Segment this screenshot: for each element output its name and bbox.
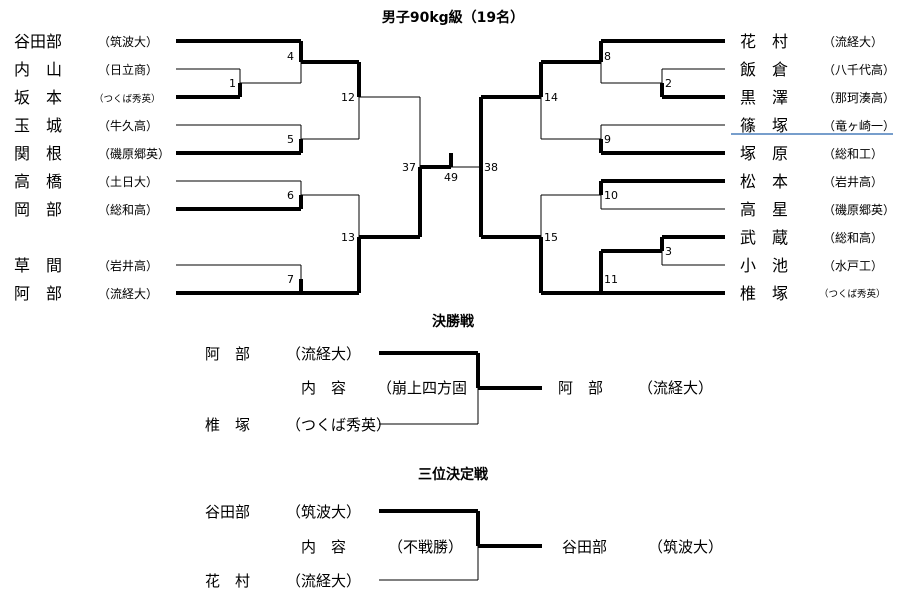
third-bottom-name: 花 村: [205, 572, 250, 590]
match-number: 9: [604, 133, 611, 146]
right-player-name: 高 星: [740, 200, 788, 219]
match-number: 3: [665, 245, 672, 258]
right-player-school: （流経大）: [823, 35, 883, 49]
match-number: 4: [287, 50, 294, 63]
left-player-school: （つくば秀英）: [94, 93, 161, 105]
third-winner-name: 谷田部: [562, 538, 607, 556]
match-number: 37: [402, 161, 416, 174]
left-player-school: （岩井高）: [98, 258, 158, 273]
match-number: 5: [287, 133, 294, 146]
left-bracket-lines: [176, 39, 453, 295]
match-number: 12: [341, 91, 355, 104]
final-winner-school: （流経大）: [638, 379, 713, 397]
final-content-value: （崩上四方固: [377, 379, 467, 397]
match-number: 13: [341, 231, 355, 244]
right-player-school: （竜ヶ崎一）: [823, 119, 895, 133]
third-winner-school: （筑波大）: [648, 538, 723, 556]
final-heading: 決勝戦: [432, 313, 475, 330]
third-place-heading: 三位決定戦: [418, 466, 489, 483]
right-player-name: 花 村: [740, 32, 788, 51]
right-player-name: 篠 塚: [740, 116, 788, 135]
right-player-school: （水戸工）: [823, 259, 883, 273]
right-bracket-lines: [451, 39, 725, 295]
right-player-school: （総和工）: [823, 147, 883, 161]
left-player-name: 玉 城: [14, 116, 62, 135]
right-player-name: 塚 原: [740, 144, 788, 163]
right-players: 花 村 （流経大） 飯 倉 （八千代高） 黒 澤 （那珂湊高） 篠 塚 （竜ヶ崎…: [731, 32, 895, 303]
third-top-school: （筑波大）: [286, 503, 361, 521]
final-section: 決勝戦 阿 部 （流経大） 内 容 （崩上四方固 椎 塚 （つくば秀英） 阿 部…: [205, 313, 713, 434]
right-player-name: 椎 塚: [740, 284, 788, 303]
match-number: 8: [604, 50, 611, 63]
match-number: 38: [484, 161, 498, 174]
right-player-name: 黒 澤: [740, 88, 788, 107]
left-player-school: （土日大）: [98, 175, 158, 189]
right-player-name: 小 池: [740, 256, 788, 275]
left-player-school: （筑波大）: [98, 34, 158, 49]
left-player-name: 高 橋: [14, 172, 62, 191]
right-player-school: （八千代高）: [823, 62, 895, 77]
third-content-value: （不戦勝）: [388, 538, 463, 556]
final-top-name: 阿 部: [205, 345, 250, 363]
left-player-name: 坂 本: [14, 88, 62, 107]
left-player-school: （磯原郷英）: [98, 147, 170, 161]
match-number: 1: [229, 77, 236, 90]
right-player-school: （那珂湊高）: [823, 90, 895, 105]
match-number: 6: [287, 189, 294, 202]
left-player-name: 岡 部: [14, 200, 62, 219]
left-player-name: 関 根: [14, 144, 62, 163]
third-bottom-school: （流経大）: [286, 572, 361, 590]
match-number: 15: [544, 231, 558, 244]
final-winner-name: 阿 部: [558, 379, 603, 397]
left-player-school: （日立商）: [98, 62, 158, 77]
right-player-name: 松 本: [740, 172, 788, 191]
match-number: 7: [287, 273, 294, 286]
match-numbers: 1 4 5 6 7 12 13 37 49 38 14 15 8 9 10 11…: [229, 50, 672, 286]
match-number: 2: [665, 77, 672, 90]
right-player-school: （磯原郷英）: [823, 203, 895, 217]
third-place-section: 三位決定戦 谷田部 （筑波大） 内 容 （不戦勝） 花 村 （流経大） 谷田部 …: [205, 466, 723, 590]
match-number: 14: [544, 91, 558, 104]
right-player-name: 飯 倉: [740, 60, 788, 79]
right-player-school: （つくば秀英）: [819, 288, 886, 300]
left-player-name: 草 間: [14, 256, 62, 275]
left-player-name: 内 山: [14, 60, 62, 79]
right-player-school: （総和高）: [823, 230, 883, 245]
final-bottom-name: 椎 塚: [205, 416, 250, 434]
left-player-school: （流経大）: [98, 287, 158, 301]
right-player-school: （岩井高）: [823, 174, 883, 189]
left-player-school: （牛久高）: [98, 118, 158, 133]
final-top-school: （流経大）: [286, 345, 361, 363]
final-bottom-school: （つくば秀英）: [286, 416, 391, 434]
match-number: 10: [604, 189, 618, 202]
bracket-title: 男子90kg級（19名）: [382, 9, 524, 26]
third-top-name: 谷田部: [205, 503, 250, 521]
match-number: 11: [604, 273, 618, 286]
left-player-name: 阿 部: [14, 284, 62, 303]
left-player-name: 谷田部: [14, 32, 62, 51]
left-player-school: （総和高）: [98, 202, 158, 217]
match-number: 49: [444, 171, 458, 184]
left-players: 谷田部 （筑波大） 内 山 （日立商） 坂 本 （つくば秀英） 玉 城 （牛久高…: [14, 32, 170, 303]
right-player-name: 武 蔵: [740, 228, 788, 247]
third-content-label: 内 容: [301, 538, 346, 556]
final-content-label: 内 容: [301, 379, 346, 397]
